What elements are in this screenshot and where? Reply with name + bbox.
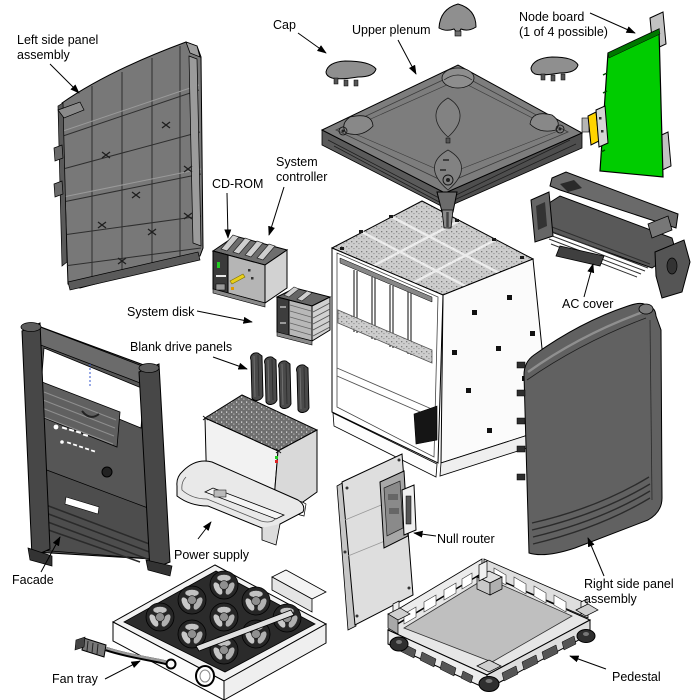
label-right-side-panel-2: assembly: [584, 592, 638, 606]
label-pedestal: Pedestal: [612, 670, 661, 684]
cap-top: [438, 3, 477, 37]
cdrom-led-green: [217, 262, 220, 268]
panel-top-knob: [638, 303, 654, 315]
ac-cover: [530, 171, 691, 299]
leader-facade: [40, 536, 61, 573]
fan-tray: [74, 564, 328, 700]
psu-led-green: [275, 456, 278, 459]
caster-wheel: [478, 676, 500, 692]
cap-right: [530, 56, 579, 82]
panel-vents: [531, 476, 651, 545]
label-node-board-2: (1 of 4 possible): [519, 25, 608, 39]
cdrom-yellow-stripe: [229, 273, 246, 285]
leader-left-side-panel: [49, 63, 80, 94]
facade-logo: [53, 424, 96, 453]
leader-lines: [40, 12, 636, 680]
plenum-corner-dome-top: [441, 67, 475, 89]
controller-slot-fins: [220, 234, 276, 261]
label-system-controller-1: System: [276, 155, 318, 169]
leader-upper-plenum: [397, 39, 417, 75]
label-left-side-panel-2: assembly: [17, 48, 71, 62]
fan-tray-port: [195, 665, 215, 687]
cdrom-system-controller-module: [211, 234, 289, 308]
plenum-corner-right: [529, 113, 559, 132]
leader-system-controller: [268, 186, 285, 236]
label-null-router: Null router: [437, 532, 495, 546]
system-disk: [275, 286, 332, 346]
right-side-panel-assembly: [516, 302, 663, 556]
label-system-disk: System disk: [127, 305, 195, 319]
panel-hooks: [516, 361, 526, 481]
pedestal: [386, 558, 599, 692]
chassis: [330, 200, 551, 478]
leader-ac-cover: [583, 263, 595, 298]
label-blank-drive-panels: Blank drive panels: [130, 340, 232, 354]
label-power-supply: Power supply: [174, 548, 250, 562]
null-router: [336, 453, 417, 631]
psu-led-red: [275, 460, 278, 463]
label-upper-plenum: Upper plenum: [352, 23, 431, 37]
pedestal-deck: [403, 577, 573, 663]
label-system-controller-2: controller: [276, 170, 327, 184]
cable-connector: [81, 637, 107, 658]
plenum-funnel: [436, 191, 458, 213]
midplane-rail: [337, 309, 433, 364]
plenum-teardrop-front: [434, 149, 462, 191]
psu-base-tray: [176, 460, 305, 546]
label-cdrom: CD-ROM: [212, 177, 263, 191]
caps: [325, 3, 579, 87]
leader-null-router: [413, 530, 437, 538]
label-facade: Facade: [12, 573, 54, 587]
leader-right-side-panel: [587, 537, 605, 577]
leader-pedestal: [569, 655, 607, 670]
label-left-side-panel-1: Left side panel: [17, 33, 98, 47]
cap-left: [325, 60, 377, 87]
label-right-side-panel-1: Right side panel: [584, 577, 674, 591]
label-node-board-1: Node board: [519, 10, 584, 24]
upper-plenum: [320, 64, 584, 229]
part-labels: Left side panel assembly Cap Upper plenu…: [12, 10, 674, 686]
board-connector-latch: [595, 105, 609, 148]
plenum-teardrop-center: [435, 97, 461, 138]
casters: [387, 603, 599, 692]
fan-tray-cable: [74, 636, 177, 670]
leader-power-supply: [197, 521, 212, 540]
label-cap: Cap: [273, 18, 296, 32]
plenum-corner-left: [343, 115, 374, 135]
leader-blank-drive-panels: [212, 356, 248, 370]
leader-cap: [297, 32, 327, 54]
cdrom-led-amber: [231, 287, 234, 290]
board-pcb: [599, 28, 664, 178]
label-ac-cover: AC cover: [562, 297, 613, 311]
label-fan-tray: Fan tray: [52, 672, 99, 686]
pedestal-block: [476, 570, 503, 596]
facade: [20, 322, 173, 577]
panel-clips: [97, 121, 193, 265]
power-supply: [176, 394, 319, 546]
disk-bezel: [276, 296, 290, 337]
leader-fan-tray: [104, 660, 141, 680]
node-board: [581, 11, 672, 178]
leader-cdrom: [224, 192, 232, 239]
left-side-panel-assembly: [53, 41, 204, 291]
leader-node-board: [589, 12, 636, 34]
fan-tray-handle: [195, 609, 295, 652]
leader-system-disk: [196, 310, 253, 324]
